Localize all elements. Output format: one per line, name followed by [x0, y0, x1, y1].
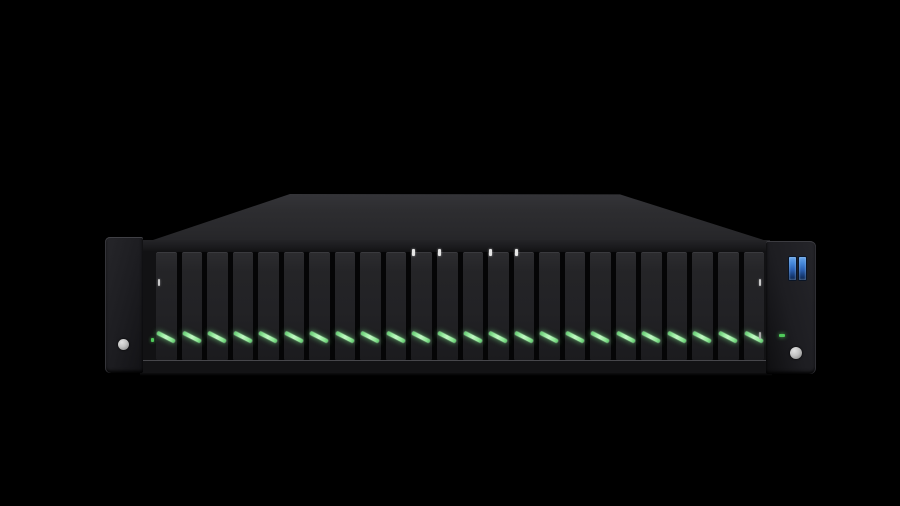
drive-bay [258, 252, 279, 360]
left-ear-screw [118, 339, 129, 350]
drive-bay [564, 252, 586, 360]
bay-latch-mark [489, 249, 493, 256]
drive-activity-led-icon [564, 330, 585, 344]
drive-bay-row [156, 249, 765, 360]
drive-activity-led-icon [411, 330, 431, 344]
drive-bay [411, 249, 433, 360]
drive-activity-led-icon [488, 330, 508, 344]
drive-bay [156, 252, 177, 360]
right-frame-tick-top [759, 279, 761, 286]
drive-bay [513, 249, 535, 360]
bezel-top-rail [142, 240, 770, 252]
right-rack-ear [766, 241, 816, 374]
bay-latch-mark [514, 249, 518, 256]
left-rack-ear [105, 237, 143, 373]
drive-activity-led-icon [334, 330, 355, 344]
drive-bay [666, 252, 688, 360]
bezel-bottom-rail [142, 360, 770, 373]
drive-activity-led-icon [309, 330, 329, 344]
usb-port-1 [789, 257, 796, 280]
drive-bay [181, 252, 203, 360]
left-frame-led-icon [151, 338, 154, 342]
drive-activity-led-icon [437, 330, 457, 344]
right-ear-screw [790, 347, 802, 359]
chassis-shadow [140, 371, 772, 376]
drive-activity-led-icon [513, 330, 534, 344]
drive-activity-led-icon [386, 330, 406, 344]
right-frame-tick-bottom [759, 332, 761, 339]
drive-bay [309, 252, 330, 360]
front-bezel [142, 240, 770, 373]
drive-activity-led-icon [360, 330, 380, 344]
drive-activity-led-icon [232, 330, 253, 344]
bay-latch-mark [438, 249, 442, 256]
drive-activity-led-icon [258, 330, 278, 344]
drive-activity-led-icon [283, 330, 304, 344]
drive-bay [641, 252, 662, 360]
drive-bay [283, 252, 305, 360]
drive-activity-led-icon [539, 330, 559, 344]
drive-activity-led-icon [641, 330, 661, 344]
front-status-led-icon [779, 334, 785, 337]
drive-activity-led-icon [181, 330, 201, 344]
drive-activity-led-icon [718, 330, 738, 344]
drive-bay [385, 252, 407, 360]
drive-bay [590, 252, 611, 360]
drive-bay [488, 249, 509, 360]
usb-port-group [789, 257, 807, 281]
top-cover [147, 194, 770, 242]
drive-bay [743, 252, 765, 360]
drive-activity-led-icon [207, 330, 227, 344]
drive-activity-led-icon [462, 330, 482, 344]
drive-bay [718, 252, 739, 360]
drive-bay [615, 252, 637, 360]
drive-bay [207, 252, 228, 360]
drive-bay [232, 252, 254, 360]
drive-activity-led-icon [616, 330, 636, 344]
left-frame-tick [158, 279, 160, 286]
drive-bay [360, 252, 381, 360]
drive-bay [334, 252, 356, 360]
drive-bay [539, 252, 560, 360]
drive-activity-led-icon [156, 330, 176, 344]
drive-bay [437, 249, 458, 360]
drive-activity-led-icon [667, 330, 687, 344]
drive-activity-led-icon [692, 330, 712, 344]
bay-latch-mark [412, 249, 416, 256]
drive-activity-led-icon [590, 330, 610, 344]
drive-bay [462, 252, 484, 360]
usb-port-2 [799, 257, 806, 280]
drive-bay [692, 252, 714, 360]
